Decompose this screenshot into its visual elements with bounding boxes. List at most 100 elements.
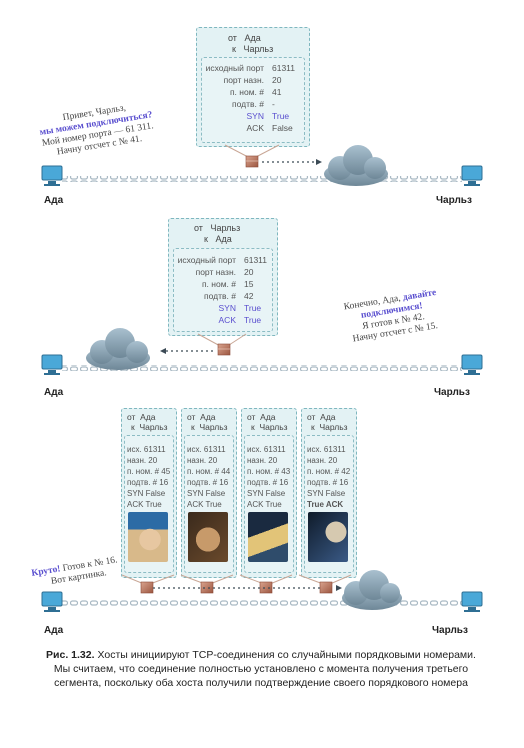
field-seq: п. ном. # 45 <box>127 467 171 476</box>
header-field-row: исходный порт 61311 <box>204 63 295 73</box>
arrowhead-right-3 <box>336 585 342 591</box>
segment3-from: от Ада <box>247 412 276 422</box>
link-cable-1 <box>62 176 462 182</box>
segment1-header-fields <box>201 57 305 143</box>
field-src: исх. 61311 <box>127 445 166 454</box>
host-label-ada: Ада <box>44 387 64 398</box>
segment3-from: от Ада <box>187 412 216 422</box>
header-field-row: SYN True <box>204 111 290 121</box>
field-ackflag: ACK True <box>187 500 222 509</box>
cloud-icon <box>342 570 402 610</box>
from-value: Ада <box>200 412 216 422</box>
header-field-row: порт назн.20 <box>204 75 282 85</box>
field-value: 61311 <box>244 255 268 265</box>
host-label-charles: Чарльз <box>436 195 472 206</box>
packet-connectors-3 <box>121 574 352 585</box>
field-syn: SYN False <box>247 489 286 498</box>
to-label: к <box>311 422 315 432</box>
field-src: исх. 61311 <box>187 445 226 454</box>
segment3-from: от Ада <box>127 412 156 422</box>
field-seq: п. ном. # 42 <box>307 467 351 476</box>
field-src: исх. 61311 <box>307 445 346 454</box>
packet-icon <box>245 155 259 168</box>
field-label: п. ном. # <box>229 87 264 97</box>
field-label: подтв. # <box>232 99 264 109</box>
caption-label: Рис. 1.32. <box>46 649 95 661</box>
computer-icon <box>41 354 63 375</box>
segment3-to: к Чарльз <box>191 422 228 432</box>
from-label: от <box>187 412 196 422</box>
from-label: от <box>247 412 256 422</box>
link-cable-3 <box>62 600 462 606</box>
to-value: Чарльз <box>319 422 348 432</box>
header-field-row: подтв. # 42 <box>176 291 253 301</box>
field-label: ACK <box>246 123 264 133</box>
field-dst: назн. 20 <box>307 456 338 465</box>
host-label-ada: Ада <box>44 195 64 206</box>
packet-icon <box>217 343 231 356</box>
field-ack: подтв. # 16 <box>187 478 229 487</box>
field-syn: SYN False <box>127 489 166 498</box>
from-value: Ада <box>260 412 276 422</box>
field-ackflag: True ACK <box>307 500 344 509</box>
from-value: Ада <box>320 412 336 422</box>
field-label: исходный порт <box>205 63 264 73</box>
segment1-to: к Чарльз <box>232 44 274 54</box>
field-value: 15 <box>244 279 254 289</box>
field-seq: п. ном. # 43 <box>247 467 291 476</box>
segment3-to: к Чарльз <box>251 422 288 432</box>
to-label: к <box>131 422 135 432</box>
to-value: Чарльз <box>199 422 228 432</box>
computer-icon <box>41 165 63 186</box>
field-seq: п. ном. # 44 <box>187 467 231 476</box>
field-value: 61311 <box>272 63 296 73</box>
header-field-row: подтв. #- <box>204 99 275 109</box>
host-label-ada: Ада <box>44 625 64 636</box>
field-dst: назн. 20 <box>187 456 218 465</box>
image-fragment <box>128 512 168 562</box>
from-value: Ада <box>140 412 156 422</box>
header-field-row: порт назн. 20 <box>176 267 254 277</box>
field-ack: подтв. # 16 <box>127 478 169 487</box>
from-label: от <box>307 412 316 422</box>
network-diagram <box>41 144 483 612</box>
field-ackflag: ACK True <box>247 500 282 509</box>
field-label: ACK <box>218 315 236 325</box>
cloud-icon <box>324 145 388 186</box>
segment3-from: от Ада <box>307 412 336 422</box>
image-fragment <box>248 512 288 562</box>
computer-icon <box>41 591 63 612</box>
header-field-row: п. ном. #41 <box>204 87 282 97</box>
field-syn: SYN False <box>307 489 346 498</box>
segment3-to: к Чарльз <box>131 422 168 432</box>
field-value: True <box>244 303 262 313</box>
image-fragment <box>308 512 348 562</box>
field-ack: подтв. # 16 <box>247 478 289 487</box>
segment2-to: к Ада <box>204 234 232 244</box>
link-cable-2 <box>62 365 462 371</box>
segment3-to: к Чарльз <box>311 422 348 432</box>
field-label: п. ном. # <box>201 279 236 289</box>
from-label: от <box>127 412 136 422</box>
field-value: False <box>272 123 293 133</box>
field-syn: SYN False <box>187 489 226 498</box>
arrowhead-right-1 <box>316 159 322 165</box>
field-dst: назн. 20 <box>127 456 158 465</box>
field-label: порт назн. <box>195 267 236 277</box>
field-value: 20 <box>244 267 254 277</box>
field-value: 42 <box>244 291 254 301</box>
computer-icon <box>461 354 483 375</box>
field-label: исходный порт <box>177 255 236 265</box>
field-label: подтв. # <box>204 291 236 301</box>
segment2-header-fields <box>173 248 273 332</box>
field-value: True <box>272 111 290 121</box>
figure-caption: Рис. 1.32. Хосты инициируют TCP-соединен… <box>46 648 476 690</box>
field-label: SYN <box>246 111 264 121</box>
caption-text: Хосты инициируют TCP-соединения со случа… <box>53 649 476 689</box>
to-label: к <box>191 422 195 432</box>
to-label: к <box>251 422 255 432</box>
segment2-from: от Чарльз <box>194 223 241 233</box>
header-field-row: исходный порт 61311 <box>176 255 267 265</box>
header-field-row: ACK False <box>204 123 293 133</box>
computer-icon <box>461 165 483 186</box>
